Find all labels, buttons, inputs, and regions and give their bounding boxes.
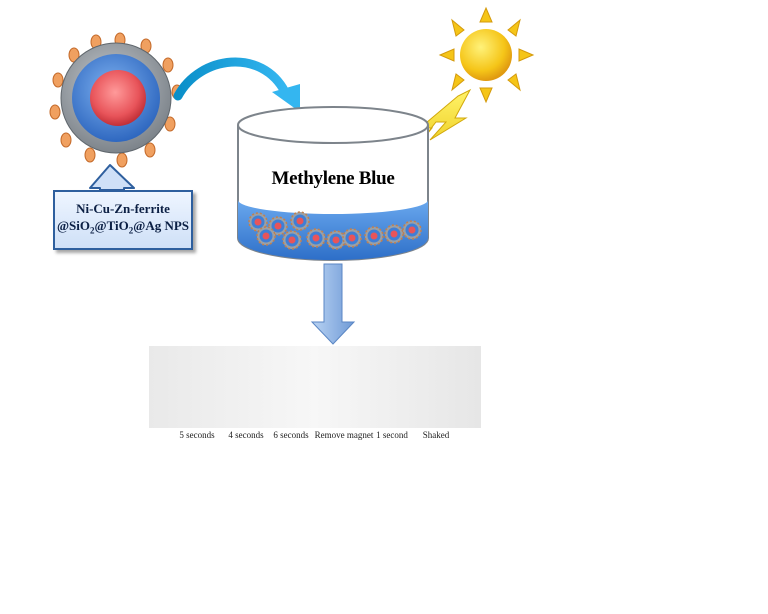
photo-strip-background — [149, 346, 481, 428]
small-particle — [290, 211, 310, 231]
small-particle — [282, 230, 302, 250]
small-particle — [248, 212, 268, 232]
small-particle — [268, 216, 288, 236]
step-caption: Remove magnet — [314, 430, 374, 440]
step-captions: 5 seconds 4 seconds 6 seconds Remove mag… — [149, 430, 481, 444]
down-arrow-icon — [310, 263, 356, 345]
up-arrow-icon — [89, 164, 135, 191]
composite-label-line1: Ni-Cu-Zn-ferrite — [76, 201, 170, 217]
step-caption: 6 seconds — [273, 430, 309, 440]
small-particle — [256, 226, 276, 246]
core-shell-particle — [49, 32, 183, 168]
composite-label-line2: @SiO2@TiO2@Ag NPS — [56, 218, 190, 236]
step-caption: Shaked — [422, 430, 450, 440]
sun-icon — [438, 6, 535, 104]
step-caption: 1 second — [376, 430, 408, 440]
small-particle — [342, 228, 362, 248]
small-particle — [326, 230, 346, 250]
small-particle — [364, 226, 384, 246]
beaker — [237, 106, 429, 261]
dispersed-particles — [248, 211, 422, 250]
lightning-icon — [399, 88, 472, 169]
composite-label: Ni-Cu-Zn-ferrite @SiO2@TiO2@Ag NPS — [53, 190, 193, 250]
curved-arrow-icon — [173, 57, 300, 112]
beaker-title: Methylene Blue — [271, 168, 395, 189]
small-particle — [402, 220, 422, 240]
small-particle — [384, 224, 404, 244]
small-particle — [306, 228, 326, 248]
step-caption: 4 seconds — [228, 430, 264, 440]
step-caption: 5 seconds — [179, 430, 215, 440]
